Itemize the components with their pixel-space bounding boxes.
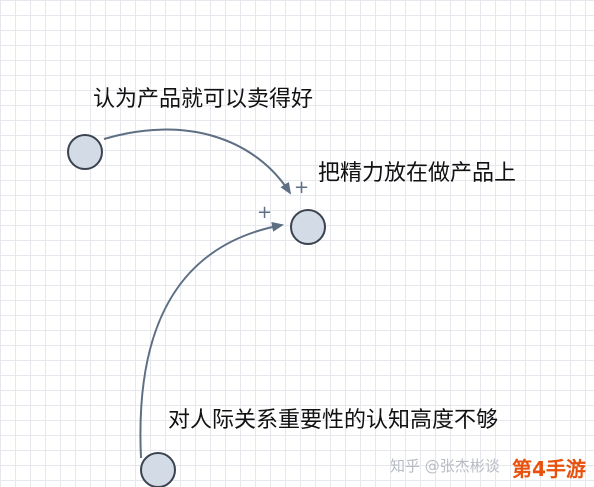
polarity-top-edge: + <box>294 177 309 198</box>
watermark-brand: 第4手游 <box>512 457 586 481</box>
node-center[interactable] <box>290 209 326 245</box>
node-top-left[interactable] <box>67 134 103 170</box>
label-top-left: 认为产品就可以卖得好 <box>93 87 313 112</box>
edge-bottom-to-center <box>139 221 284 459</box>
label-bottom: 对人际关系重要性的认知高度不够 <box>168 408 498 433</box>
watermark-source: 知乎 @张杰彬谈 <box>390 457 500 475</box>
edge-top-left-to-center <box>103 128 292 195</box>
node-bottom[interactable] <box>140 452 176 487</box>
label-center: 把精力放在做产品上 <box>318 161 516 186</box>
polarity-bottom-edge: + <box>257 202 272 223</box>
